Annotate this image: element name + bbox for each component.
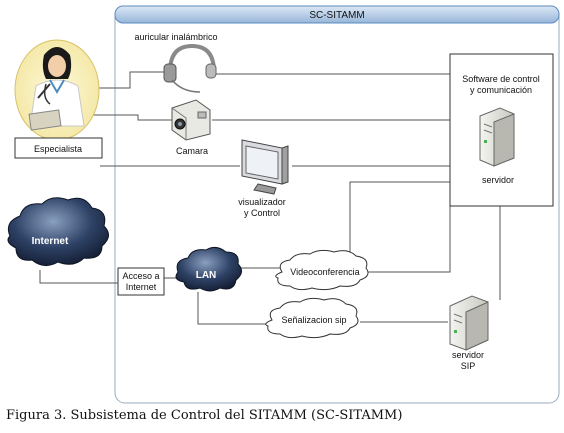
camara-node: Camara: [171, 99, 211, 156]
camara-label: Camara: [176, 146, 208, 156]
acceso-box: [117, 267, 165, 296]
software-label-line2: y comunicación: [470, 85, 532, 95]
lan-node: LAN: [175, 246, 242, 292]
videoconferencia-node: Videoconferencia: [275, 249, 369, 291]
especialista-label-box: [14, 137, 103, 159]
monitor-icon: [241, 139, 289, 195]
server-icon: [479, 107, 515, 167]
internet-node: Internet: [7, 197, 109, 266]
lan-label: LAN: [196, 270, 217, 281]
sip-server-icon: [449, 295, 489, 351]
visualizador-label-line1: visualizador: [238, 197, 286, 207]
videoconferencia-cloud: [275, 249, 369, 291]
internet-cloud-icon: [7, 197, 109, 266]
figure-caption: Figura 3. Subsistema de Control del SITA…: [6, 408, 403, 423]
servidor-sip-label-line2: SIP: [461, 361, 476, 371]
servidor-sip-label-line1: servidor: [452, 350, 484, 360]
auricular-label: auricular inalámbrico: [134, 32, 217, 42]
line-internet-acceso: [39, 270, 118, 284]
acceso-label-line2: Internet: [126, 282, 157, 292]
line-video-software: [368, 206, 451, 273]
senalizacion-label: Señalizacion sip: [281, 315, 346, 325]
especialista-node: Especialista: [14, 39, 103, 159]
especialista-label: Especialista: [34, 144, 82, 154]
senalizacion-node: Señalizacion sip: [265, 297, 359, 339]
headset-icon: [163, 43, 217, 93]
system-title: SC-SITAMM: [309, 10, 364, 21]
line-lan-branch: [349, 181, 450, 272]
camera-icon: [171, 99, 211, 141]
line-especialista-auricular: [88, 71, 168, 89]
doctor-icon: [28, 47, 85, 131]
acceso-node: Acceso a Internet: [117, 267, 165, 296]
line-especialista-camara: [88, 114, 172, 121]
servidor-sip-node: servidor SIP: [449, 295, 489, 371]
connection-lines: [39, 71, 501, 325]
auricular-node: auricular inalámbrico: [134, 32, 218, 93]
visualizador-label-line2: y Control: [244, 208, 280, 218]
visualizador-node: visualizador y Control: [238, 139, 289, 218]
internet-label: Internet: [32, 236, 69, 247]
lan-cloud-icon: [175, 246, 242, 292]
videoconferencia-label: Videoconferencia: [290, 267, 359, 277]
acceso-label-line1: Acceso a: [122, 271, 159, 281]
servidor-label: servidor: [482, 175, 514, 185]
senalizacion-cloud: [265, 297, 359, 339]
line-lan-sip: [197, 292, 272, 325]
software-label-line1: Software de control: [462, 74, 540, 84]
software-node: Software de control y comunicación servi…: [449, 53, 554, 207]
system-header: [114, 5, 560, 24]
